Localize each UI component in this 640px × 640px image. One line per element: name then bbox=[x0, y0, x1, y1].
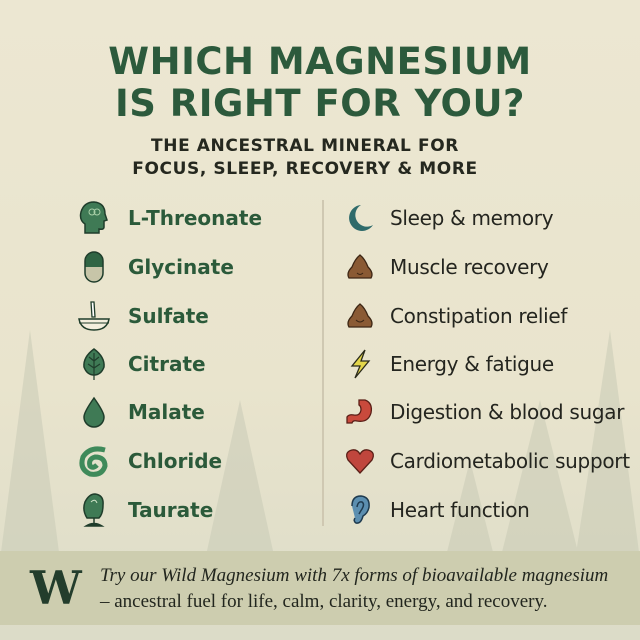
benefit-label: Energy & fatigue bbox=[390, 352, 554, 376]
benefit-item-energy: Energy & fatigue bbox=[342, 344, 554, 384]
form-item-chloride: Chloride bbox=[76, 441, 222, 481]
head-profile-icon bbox=[76, 492, 112, 528]
benefit-label: Muscle recovery bbox=[390, 255, 549, 279]
lightning-icon bbox=[342, 346, 378, 382]
benefit-item-digestion: Digestion & blood sugar bbox=[342, 392, 624, 432]
head-brain-icon bbox=[76, 200, 112, 236]
poop-icon bbox=[342, 249, 378, 285]
form-label: Taurate bbox=[128, 498, 214, 522]
benefit-item-constipation: Constipation relief bbox=[342, 296, 567, 336]
benefit-label: Digestion & blood sugar bbox=[390, 400, 625, 424]
form-label: Citrate bbox=[128, 352, 206, 376]
page-title: WHICH MAGNESIUM bbox=[108, 40, 532, 83]
benefit-item-sleep: Sleep & memory bbox=[342, 198, 554, 238]
capsule-icon bbox=[76, 249, 112, 285]
poop-icon bbox=[342, 298, 378, 334]
banner-text-line1: Try our Wild Magnesium with 7x forms of … bbox=[100, 565, 609, 586]
form-label: Glycinate bbox=[128, 255, 234, 279]
benefit-label: Cardiometabolic support bbox=[390, 449, 630, 473]
ear-icon bbox=[342, 492, 378, 528]
form-item-glycinate: Glycinate bbox=[76, 247, 234, 287]
page-title-line2: IS RIGHT FOR YOU? bbox=[114, 82, 526, 125]
subtitle-line2: FOCUS, SLEEP, RECOVERY & MORE bbox=[132, 159, 478, 179]
form-label: Sulfate bbox=[128, 304, 209, 328]
moon-icon bbox=[342, 200, 378, 236]
brand-logo: W bbox=[30, 561, 82, 615]
subtitle: THE ANCESTRAL MINERAL FOR bbox=[151, 136, 459, 156]
mortar-bowl-icon bbox=[76, 298, 112, 334]
benefit-label: Constipation relief bbox=[390, 304, 568, 328]
stomach-icon bbox=[342, 394, 378, 430]
form-item-l-threonate: L-Threonate bbox=[76, 198, 262, 238]
benefit-label: Sleep & memory bbox=[390, 206, 554, 230]
form-label: Chloride bbox=[128, 449, 223, 473]
form-item-citrate: Citrate bbox=[76, 344, 206, 384]
banner-text-line2: – ancestral fuel for life, calm, clarity… bbox=[100, 591, 548, 612]
promo-banner: W Try our Wild Magnesium with 7x forms o… bbox=[0, 551, 640, 625]
benefit-item-cardiometabolic: Cardiometabolic support bbox=[342, 441, 630, 481]
benefit-item-muscle: Muscle recovery bbox=[342, 247, 549, 287]
column-divider bbox=[322, 200, 324, 526]
form-item-malate: Malate bbox=[76, 392, 205, 432]
swirl-icon bbox=[76, 443, 112, 479]
form-item-taurate: Taurate bbox=[76, 490, 213, 530]
heart-icon bbox=[342, 443, 378, 479]
leaf-icon bbox=[76, 346, 112, 382]
benefit-label: Heart function bbox=[390, 498, 530, 522]
form-label: L-Threonate bbox=[128, 206, 263, 230]
drop-icon bbox=[76, 394, 112, 430]
form-label: Malate bbox=[128, 400, 205, 424]
form-item-sulfate: Sulfate bbox=[76, 296, 209, 336]
benefit-item-heart-function: Heart function bbox=[342, 490, 530, 530]
